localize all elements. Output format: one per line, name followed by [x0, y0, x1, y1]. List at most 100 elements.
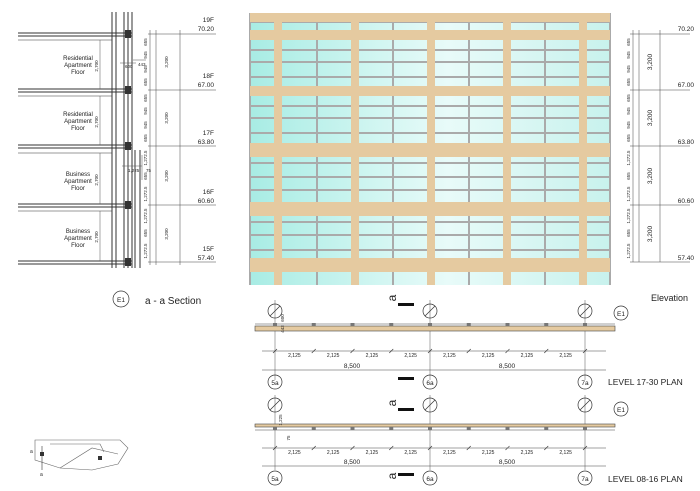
sec-sub-2d: 655	[143, 134, 148, 142]
plan-stud	[505, 427, 510, 430]
bay-dim-label: 2,125	[482, 450, 495, 456]
plan-stud	[466, 323, 471, 326]
lower-cut-label-top: a	[385, 399, 399, 406]
bay-dim-label: 2,125	[288, 450, 301, 456]
sec-elev-6380: 63.80	[198, 139, 215, 146]
plan-stud	[389, 323, 394, 326]
elev-sub-3b: 655	[626, 172, 631, 180]
room-4-line3: Floor	[71, 243, 85, 249]
bay-dim-label: 2,125	[327, 353, 340, 359]
dim-tick	[582, 348, 588, 354]
room-4-line2: Apartment	[64, 236, 92, 242]
sec-elev-5740: 57.40	[198, 255, 215, 262]
upper-cut-label-top: a	[385, 294, 399, 301]
plan-stud	[273, 323, 277, 326]
lower-cut-label-bottom: a	[385, 472, 399, 479]
elevation-column	[503, 13, 511, 285]
sec-level-18f: 18F	[203, 73, 214, 80]
dim-tick	[466, 445, 471, 451]
elev-level-6700: 67.00	[678, 82, 695, 89]
elev-sub-2d: 655	[626, 134, 631, 142]
sec-sub-4c: 1,272.5	[143, 243, 148, 259]
sec-floor-dim-4: 3,200	[164, 228, 169, 240]
elev-level-6380: 63.80	[678, 139, 695, 146]
sec-elev-6060: 60.60	[198, 198, 215, 205]
elev-floor-dim-4: 3,200	[647, 225, 654, 242]
elev-floor-dim-2: 3,200	[647, 109, 654, 126]
lower-span-dim-1: 8,500	[344, 459, 361, 466]
sec-sub-3c: 1,272.5	[143, 186, 148, 202]
elev-sub-1c: 945	[626, 65, 631, 73]
elevation-column	[427, 13, 435, 285]
key-plan-label-a: a	[30, 449, 33, 455]
elevation-drawing: 655 945 945 655 655 945 945 655 1,272.5 …	[249, 13, 695, 303]
dim-tick	[544, 445, 549, 451]
lower-e1-marker: E1	[617, 407, 625, 414]
bay-dim-label: 2,125	[327, 450, 340, 456]
plan-stud	[273, 427, 277, 430]
elevation-column	[351, 13, 359, 285]
elevation-column	[579, 13, 587, 285]
lower-axis-7a: 7a	[581, 476, 589, 483]
elev-floor-dim-1: 3,200	[647, 53, 654, 70]
dim-tick	[311, 445, 316, 451]
bay-dim-label: 2,125	[366, 450, 379, 456]
room-1-height: 2,700	[94, 60, 99, 72]
dim-tick	[427, 445, 433, 451]
sec-sub-1a: 655	[143, 38, 148, 46]
plan-stud	[311, 427, 316, 430]
room-3-line3: Floor	[71, 186, 85, 192]
detail-dim-600: 600	[125, 64, 133, 69]
elev-level-7020: 70.20	[678, 26, 695, 33]
upper-side-dim-600: 600	[280, 314, 285, 322]
plan-stud	[350, 427, 355, 430]
sec-level-15f: 15F	[203, 246, 214, 253]
room-4-height: 2,700	[94, 231, 99, 243]
room-2-line3: Floor	[71, 126, 85, 132]
upper-side-dim-443: 443	[280, 325, 285, 333]
room-3-height: 2,700	[94, 174, 99, 186]
elev-sub-1b: 945	[626, 51, 631, 59]
room-2-height: 2,700	[94, 116, 99, 128]
sec-floor-dim-1: 3,200	[164, 56, 169, 68]
dim-tick	[272, 348, 278, 354]
bay-dim-label: 2,125	[521, 450, 534, 456]
sec-floor-dim-3: 3,200	[164, 170, 169, 182]
elev-sub-3c: 1,272.5	[626, 186, 631, 202]
sec-sub-2b: 945	[143, 107, 148, 115]
dim-tick	[582, 445, 588, 451]
dim-tick	[505, 445, 510, 451]
plan-stud	[350, 323, 355, 326]
elev-sub-1d: 655	[626, 78, 631, 86]
plan-stud	[428, 427, 432, 430]
detail-dim-75: 75	[146, 168, 152, 173]
plan-stud	[311, 323, 316, 326]
room-3-line2: Apartment	[64, 179, 92, 185]
sec-level-16f: 16F	[203, 189, 214, 196]
lower-axis-6a: 6a	[426, 476, 434, 483]
bay-dim-label: 2,125	[521, 353, 534, 359]
upper-axis-6a: 6a	[426, 380, 434, 387]
dim-tick	[505, 348, 510, 354]
upper-axis-7a: 7a	[581, 380, 589, 387]
bay-dim-label: 2,125	[404, 450, 417, 456]
sec-sub-3a: 1,272.5	[143, 150, 148, 166]
plan-stud	[583, 323, 587, 326]
room-1-line2: Apartment	[64, 63, 92, 69]
lower-axis-5a: 5a	[271, 476, 279, 483]
elev-floor-dim-3: 3,200	[647, 167, 654, 184]
bay-dim-label: 2,125	[443, 353, 456, 359]
bay-dim-label: 2,125	[288, 353, 301, 359]
plan-stud	[389, 427, 394, 430]
sec-level-19f: 19F	[203, 17, 214, 24]
key-plan-label-b: a	[40, 472, 43, 478]
sec-sub-2a: 655	[143, 94, 148, 102]
detail-dim-1225: 1,225	[128, 168, 140, 173]
elev-sub-2b: 945	[626, 107, 631, 115]
sec-elev-7020: 70.20	[198, 26, 215, 33]
plan-stud	[583, 427, 587, 430]
elev-sub-1a: 655	[626, 38, 631, 46]
